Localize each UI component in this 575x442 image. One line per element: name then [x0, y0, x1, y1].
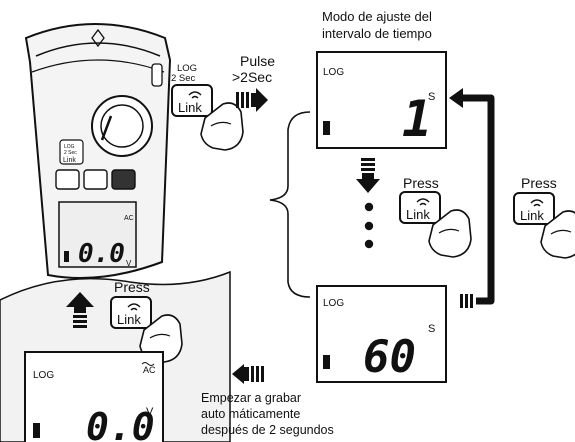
loop-back-arrow-icon [449, 88, 495, 308]
svg-text:Link: Link [117, 312, 141, 327]
meter-lcd [58, 201, 137, 268]
press-label-middle: Press [403, 175, 439, 191]
meter-link-button [59, 139, 84, 165]
svg-text:LOG: LOG [64, 144, 75, 150]
svg-text:Link: Link [63, 157, 76, 164]
link-button-top[interactable]: LOG 2 Sec Link [171, 63, 244, 151]
svg-text:AC: AC [124, 215, 134, 222]
svg-text:LOG: LOG [177, 63, 197, 74]
link-button-middle[interactable]: Link [399, 191, 472, 258]
svg-text:S: S [428, 323, 435, 335]
svg-text:Link: Link [178, 100, 202, 115]
svg-text:60: 60 [363, 332, 416, 383]
svg-text:Link: Link [406, 207, 430, 222]
svg-text:0.0: 0.0 [86, 405, 155, 442]
press-label-left: Press [114, 279, 150, 295]
hold-instruction-line2: >2Sec [232, 69, 272, 85]
svg-text:Link: Link [520, 208, 544, 223]
svg-text:0.0: 0.0 [78, 239, 125, 269]
link-button-right[interactable]: Link [513, 192, 575, 259]
arrow-up-icon [66, 292, 94, 328]
mode-caption-line2: intervalo de tiempo [322, 26, 432, 41]
lcd-recording: LOG AC 0.0 V [24, 351, 164, 442]
svg-text:S: S [428, 91, 435, 103]
svg-text:V: V [146, 406, 154, 418]
battery-icon [64, 251, 69, 262]
arrow-right-icon [236, 88, 268, 112]
svg-text:1: 1 [402, 90, 432, 148]
battery-icon [323, 355, 330, 369]
svg-text:AC: AC [143, 365, 156, 375]
svg-text:2 Sec: 2 Sec [171, 73, 196, 84]
svg-text:2 Sec: 2 Sec [64, 150, 77, 156]
meter-button-1 [55, 169, 80, 190]
svg-text:LOG: LOG [33, 370, 54, 381]
arrow-left-icon [232, 364, 264, 384]
press-label-right: Press [521, 175, 557, 191]
svg-text:LOG: LOG [323, 298, 344, 309]
auto-record-caption-line2: auto máticamente [201, 407, 300, 421]
auto-record-caption-line3: después de 2 segundos [201, 423, 334, 437]
svg-text:LOG: LOG [323, 67, 344, 78]
lcd-interval-60s: LOG 60 S [316, 285, 447, 383]
continuation-dots [364, 202, 374, 249]
group-brace [269, 111, 311, 298]
lcd-interval-1s: LOG 1 S [316, 51, 447, 149]
battery-icon [33, 423, 40, 438]
mode-caption-line1: Modo de ajuste del [322, 9, 432, 24]
meter-button-2 [83, 169, 108, 190]
meter-button-3 [111, 169, 136, 190]
svg-text:V: V [126, 259, 132, 268]
auto-record-caption-line1: Empezar a grabar [201, 391, 301, 405]
battery-icon [323, 121, 330, 135]
hold-instruction-line1: Pulse [240, 53, 275, 69]
link-button-left[interactable]: Link [110, 296, 183, 363]
arrow-down-icon [356, 158, 380, 193]
